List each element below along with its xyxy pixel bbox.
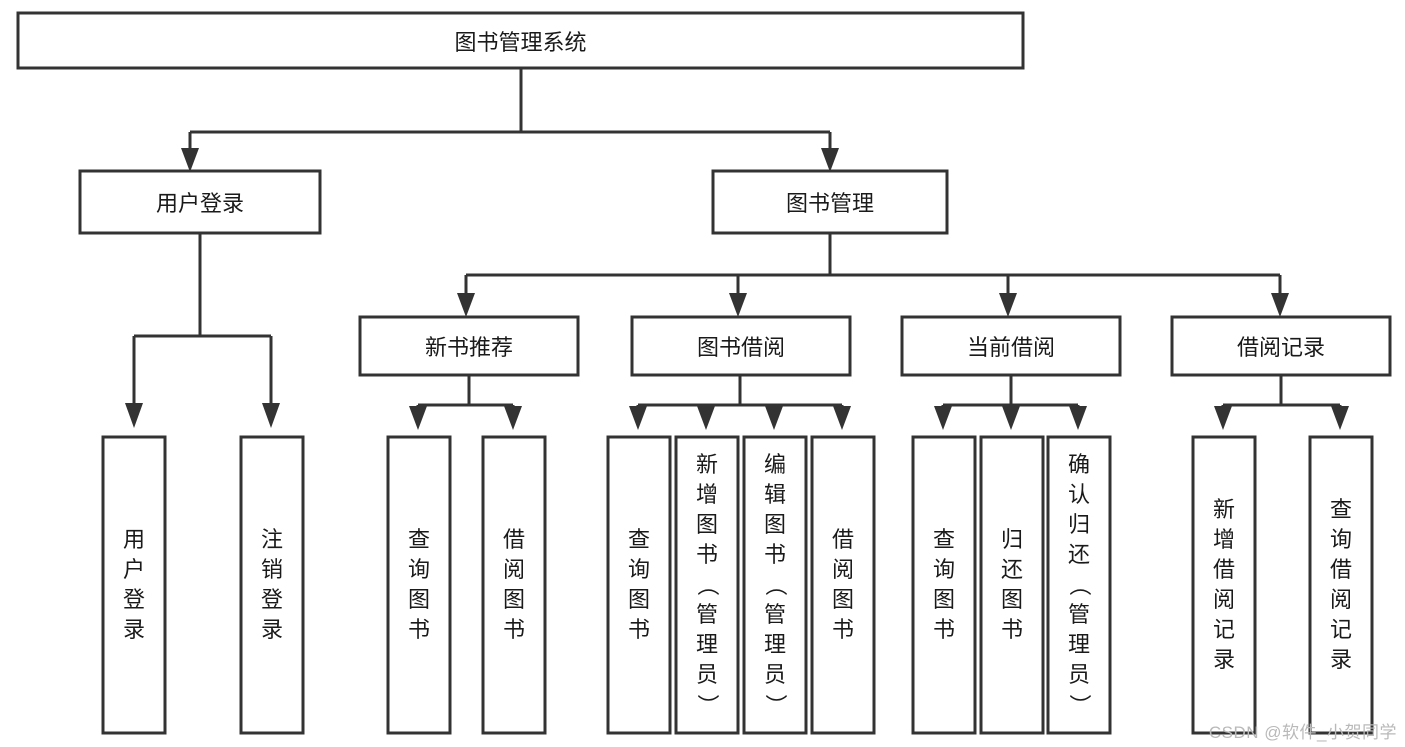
node-box-book-borrow[interactable] [630,315,852,377]
node-box-book-manage[interactable] [711,169,949,235]
arrowhead-leaf-add-borrow-record [1214,406,1232,430]
arrowhead-current-borrow [999,293,1017,317]
arrowhead-book-borrow [729,293,747,317]
node-box-leaf-query-borrow-record[interactable] [1308,435,1374,735]
node-box-leaf-borrow-book-2[interactable] [810,435,876,735]
node-box-root[interactable] [16,11,1025,70]
arrowhead-leaf-user-login [125,403,143,428]
arrowhead-bookmanage [821,148,839,172]
arrowhead-leaf-edit-book-admin [765,406,783,430]
arrowhead-userlogin [181,148,199,172]
arrowhead-leaf-query-borrow-record [1331,406,1349,430]
arrowhead-leaf-query-book-1 [409,406,427,430]
arrowhead-leaf-query-book-3 [934,406,952,430]
node-box-leaf-borrow-book-1[interactable] [481,435,547,735]
node-box-leaf-add-book-admin[interactable] [674,435,740,735]
watermark-text: CSDN @软件_小贺同学 [1208,723,1397,742]
arrowhead-leaf-borrow-book-2 [833,406,851,430]
node-box-leaf-add-borrow-record[interactable] [1191,435,1257,735]
arrowhead-leaf-add-book-admin [697,406,715,430]
node-box-leaf-user-login[interactable] [101,435,167,735]
node-box-leaf-return-book[interactable] [979,435,1045,735]
arrowhead-new-book-recommend [457,293,475,317]
connector-layer [125,68,1349,430]
arrowhead-leaf-return-book [1002,406,1020,430]
node-box-new-book-recommend[interactable] [358,315,580,377]
node-box-leaf-query-book-1[interactable] [386,435,452,735]
node-box-user-login[interactable] [78,169,322,235]
arrowhead-borrow-record [1271,293,1289,317]
node-box-leaf-confirm-return-admin[interactable] [1046,435,1112,735]
arrowhead-leaf-borrow-book-1 [504,406,522,430]
node-box-leaf-query-book-3[interactable] [911,435,977,735]
arrowhead-leaf-query-book-2 [629,406,647,430]
box-layer [16,11,1392,735]
arrowhead-leaf-confirm-return-admin [1069,406,1087,430]
node-box-current-borrow[interactable] [900,315,1122,377]
node-box-leaf-edit-book-admin[interactable] [742,435,808,735]
node-box-leaf-logout-login[interactable] [239,435,305,735]
node-box-borrow-record[interactable] [1170,315,1392,377]
arrowhead-leaf-logout-login [262,403,280,428]
node-box-leaf-query-book-2[interactable] [606,435,672,735]
